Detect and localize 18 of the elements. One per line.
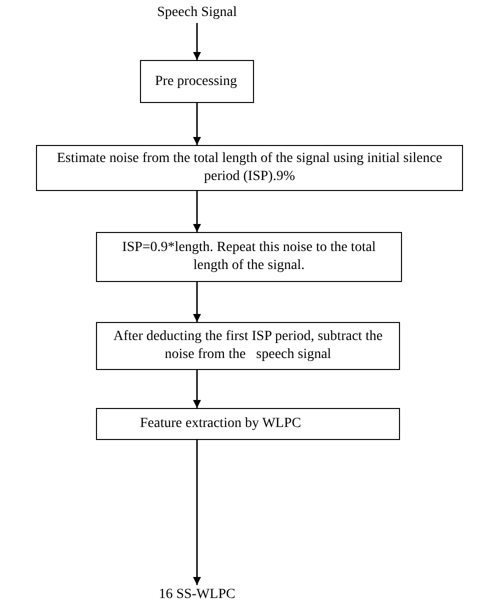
process-box [140, 60, 254, 103]
step-text: ISP=0.9*length. Repeat this noise to the total length of the signal. [121, 239, 377, 275]
step-text: Feature extraction by WLPC [140, 415, 302, 433]
step-text: After deducting the first ISP period, subtract the noise from the speech signal [112, 328, 384, 364]
arrow [193, 440, 201, 585]
arrow [193, 23, 201, 60]
process-box [36, 145, 463, 191]
step-text: Pre processing [155, 72, 238, 90]
flow-label: 16 SS-WLPC [158, 586, 236, 604]
process-box [96, 322, 400, 370]
process-box [96, 408, 400, 440]
step-text: Estimate noise from the total length of the signal using initial silence period (ISP).9% [56, 150, 444, 186]
arrow [193, 282, 201, 322]
arrow [193, 103, 201, 145]
arrow [193, 191, 201, 232]
arrow [193, 370, 201, 408]
process-box [96, 232, 402, 282]
flow-label: Speech Signal [157, 4, 237, 22]
